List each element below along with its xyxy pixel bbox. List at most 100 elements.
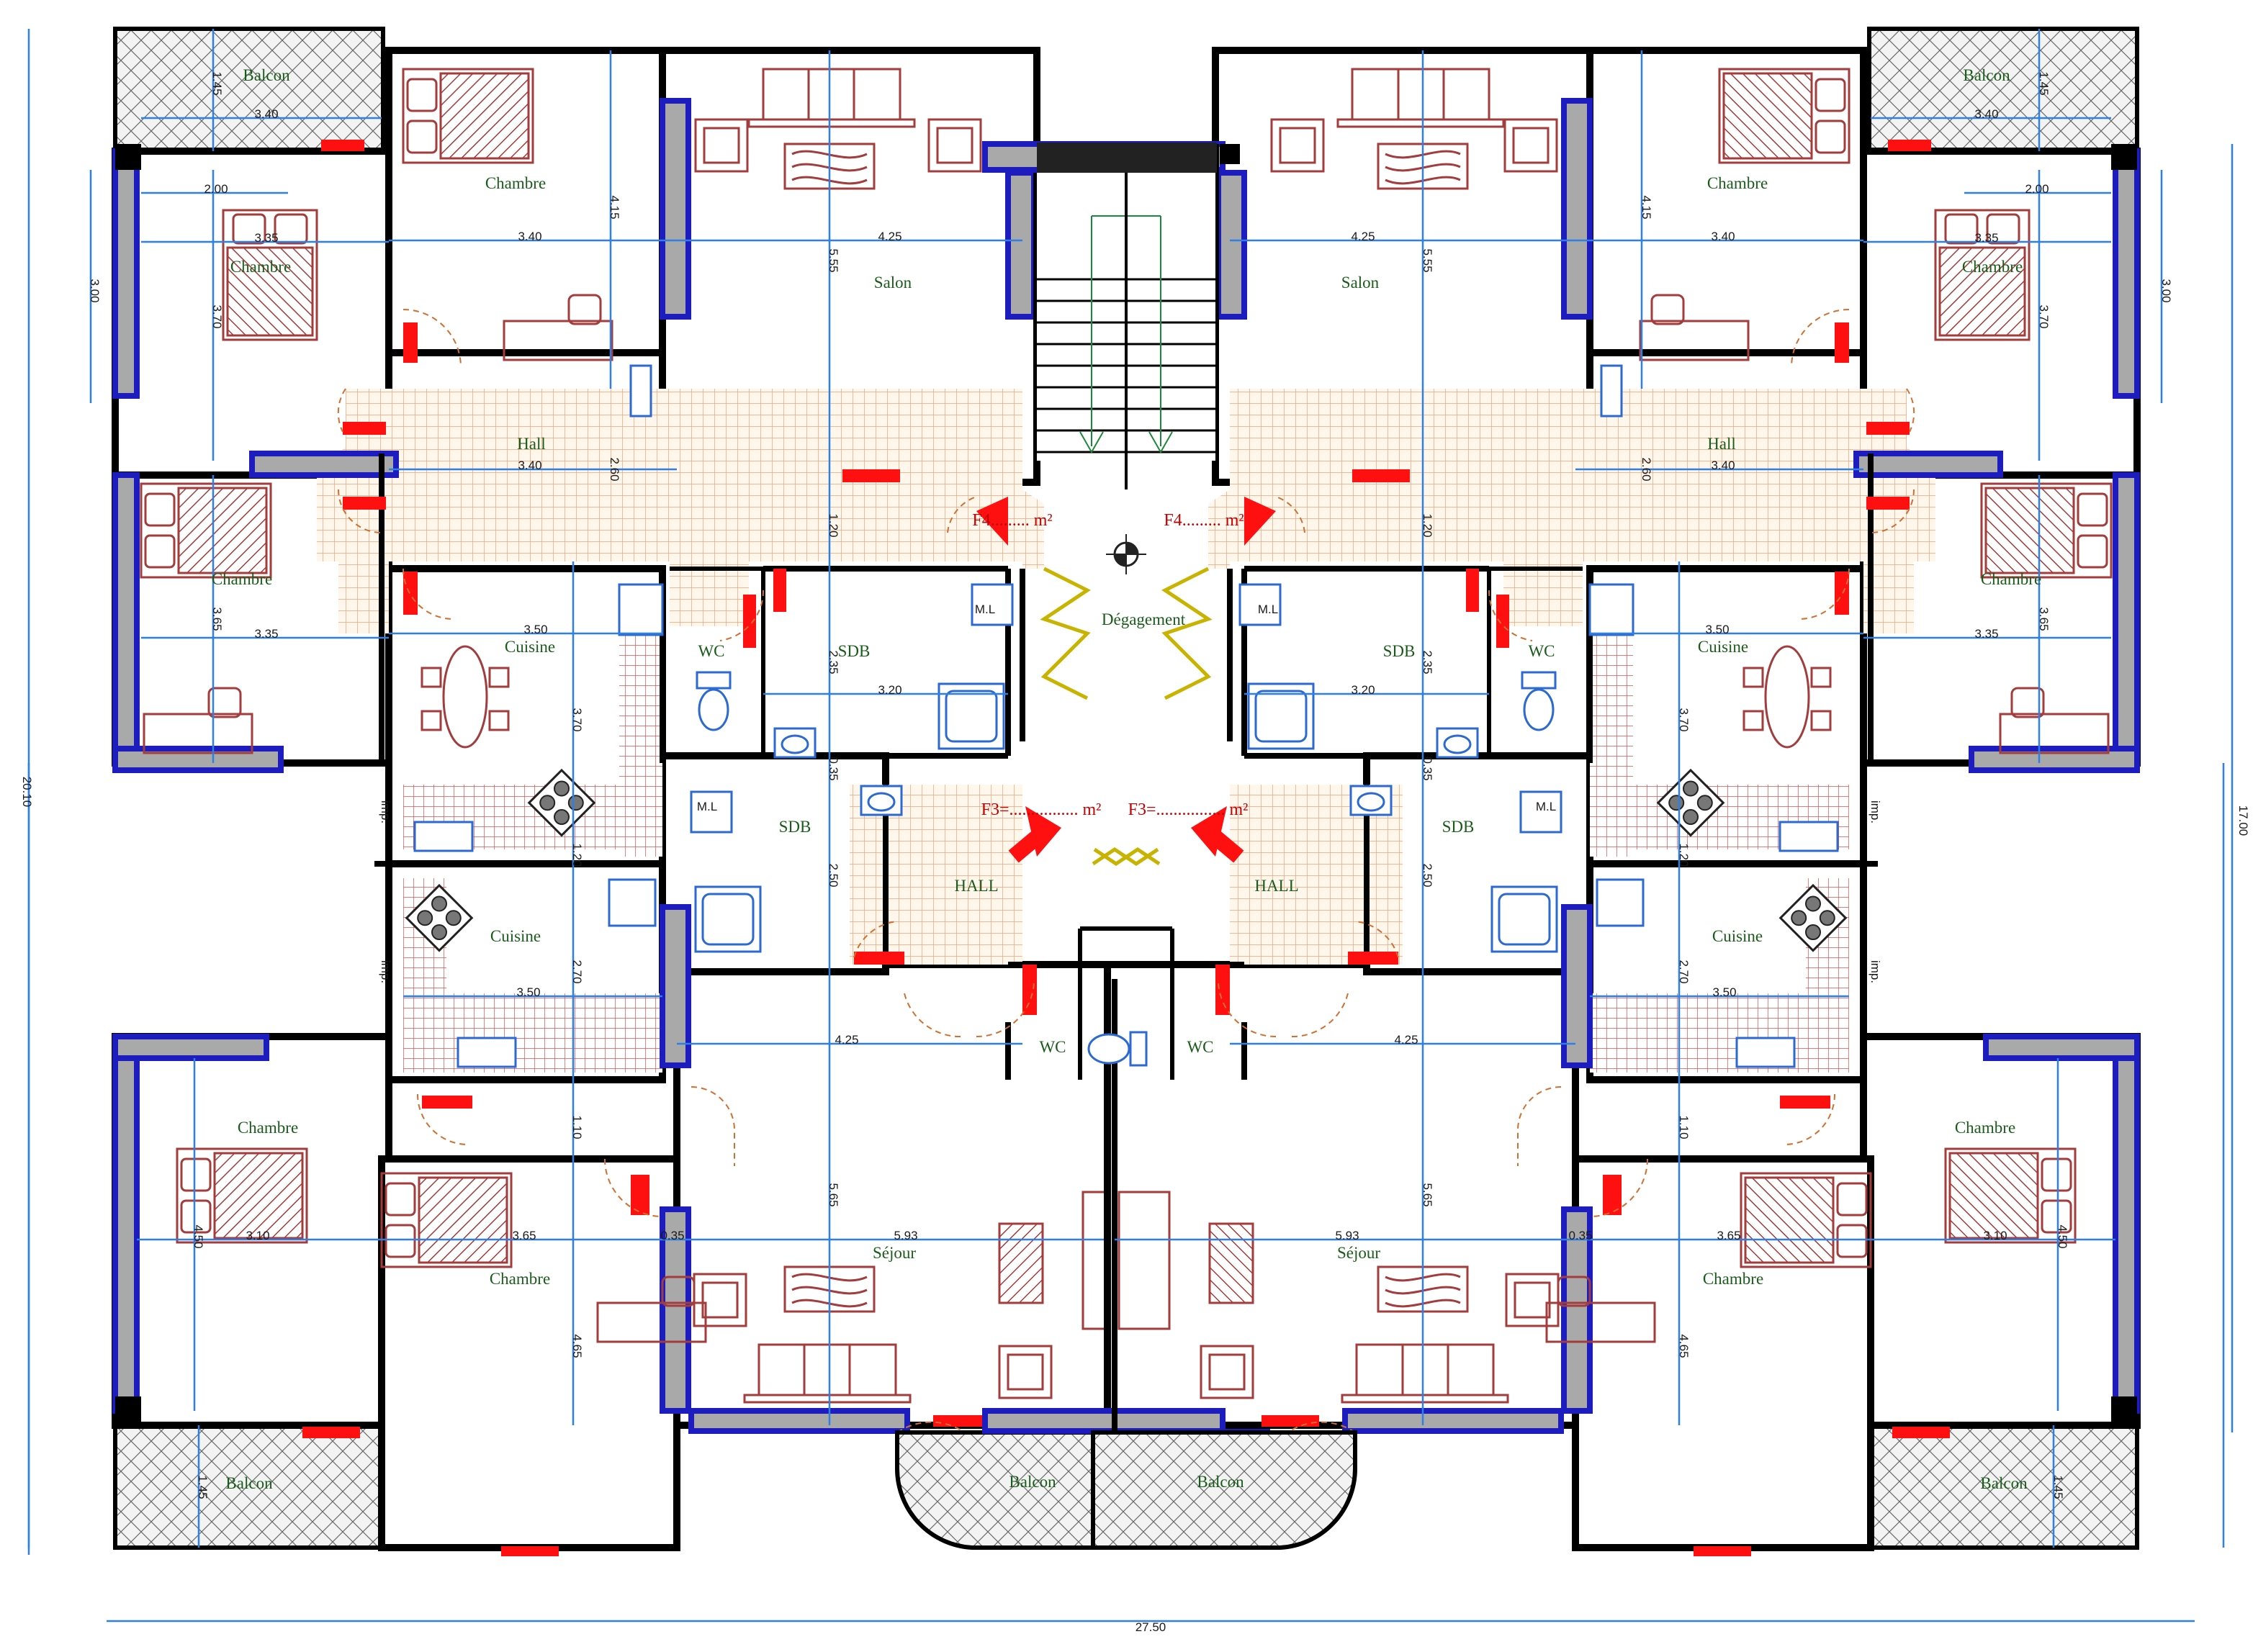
dim-label-12-mirror: 1.20 — [1421, 513, 1434, 537]
dim-label-13: 3.35 — [254, 627, 278, 641]
room-label-sejour-mirror: Séjour — [1337, 1244, 1380, 1262]
dim-label-16-mirror: 3.70 — [1677, 708, 1691, 731]
dim-label-18: 3.20 — [878, 683, 901, 697]
room-label-hall-b: HALL — [954, 877, 998, 895]
dim-label-8: 4.25 — [878, 230, 901, 243]
dim-label-14: 3.65 — [210, 607, 224, 631]
dim-label-16: 3.70 — [570, 708, 584, 731]
dim-label-33-mirror: 1.20 — [1677, 843, 1691, 867]
dim-label-20-mirror: 2.50 — [1421, 863, 1434, 887]
fixture-label-imp-1: imp. — [379, 800, 392, 823]
room-label-wc-b-mirror: WC — [1187, 1038, 1213, 1056]
room-label-cuisine-b-mirror: Cuisine — [1712, 927, 1763, 945]
dim-label-29: 5.93 — [894, 1229, 917, 1242]
room-label-chambre-c-mirror: Chambre — [1981, 570, 2041, 588]
dim-label-15: 3.50 — [523, 623, 547, 636]
dim-label-7: 4.15 — [608, 195, 621, 219]
fixture-label-ml-1-mirror: M.L — [1258, 602, 1278, 616]
dim-label-13-mirror: 3.35 — [1974, 627, 1998, 641]
room-label-salon-mirror: Salon — [1341, 274, 1380, 292]
dim-label-10-mirror: 3.40 — [1711, 459, 1735, 472]
dim-label-23: 4.25 — [835, 1033, 858, 1047]
dim-label-25: 5.65 — [827, 1183, 840, 1206]
dim-label-17-mirror: 2.35 — [1421, 650, 1434, 674]
dim-label-31-mirror: 1.45 — [2051, 1475, 2065, 1499]
fixture-label-ml-2: M.L — [697, 800, 717, 813]
dim-label-8-mirror: 4.25 — [1351, 230, 1375, 243]
dim-label-0: 3.40 — [254, 107, 278, 121]
dim-label-27: 3.10 — [246, 1229, 269, 1242]
dim-label-26: 3.65 — [512, 1229, 536, 1242]
fixture-label-ml-2-mirror: M.L — [1536, 800, 1556, 813]
dim-label-10: 3.40 — [518, 459, 541, 472]
dim-label-26-mirror: 3.65 — [1717, 1229, 1740, 1242]
overall-width-label: 27.50 — [1136, 1620, 1166, 1634]
dim-label-24-mirror: 1.10 — [1677, 1115, 1691, 1139]
room-label-degagement: Dégagement — [1102, 610, 1186, 628]
dim-label-22: 3.50 — [516, 985, 540, 999]
dim-label-19: 0.35 — [827, 757, 840, 780]
dim-label-4-mirror: 3.00 — [2159, 279, 2173, 302]
dim-label-33: 1.20 — [570, 843, 584, 867]
room-label-wc-a: WC — [698, 642, 724, 660]
dim-label-30: 4.65 — [570, 1334, 584, 1358]
room-label-sdb-a-mirror: SDB — [1383, 642, 1416, 660]
dim-label-27-mirror: 3.10 — [1983, 1229, 2007, 1242]
dim-label-3-mirror: 3.35 — [1974, 231, 1998, 245]
overall-height-left-label: 20.10 — [20, 777, 34, 808]
dim-label-30-mirror: 4.65 — [1677, 1334, 1691, 1358]
dim-label-12: 1.20 — [827, 513, 840, 537]
room-label-balcon-bl: Balcon — [225, 1474, 273, 1492]
dim-label-1-mirror: 1.45 — [2037, 71, 2051, 95]
dim-label-7-mirror: 4.15 — [1640, 195, 1653, 219]
room-label-hall-b-mirror: HALL — [1254, 877, 1298, 895]
dim-label-21-mirror: 2.70 — [1677, 960, 1691, 983]
dim-label-21: 2.70 — [570, 960, 584, 983]
area-label-f4-right: F4......... m² — [1164, 511, 1244, 530]
room-label-chambre-a: Chambre — [485, 174, 546, 192]
dim-label-9-mirror: 5.55 — [1421, 248, 1434, 272]
room-label-chambre-b-mirror: Chambre — [1962, 258, 2023, 276]
room-label-wc-a-mirror: WC — [1528, 642, 1555, 660]
dim-label-9: 5.55 — [827, 248, 840, 272]
dim-label-4: 3.00 — [88, 279, 102, 302]
dim-label-28-mirror: 4.50 — [2056, 1224, 2069, 1248]
dim-label-31: 1.45 — [196, 1475, 210, 1499]
room-label-cuisine-b: Cuisine — [490, 927, 541, 945]
dim-label-11-mirror: 2.60 — [1640, 457, 1653, 481]
dim-label-17: 2.35 — [827, 650, 840, 674]
dim-label-32: 0.35 — [660, 1229, 684, 1242]
dim-label-14-mirror: 3.65 — [2037, 607, 2051, 631]
room-label-chambre-d: Chambre — [238, 1119, 298, 1137]
room-label-sdb-a: SDB — [838, 642, 871, 660]
right-apartments — [985, 29, 2223, 1556]
dim-label-3: 3.35 — [254, 231, 278, 245]
room-label-balcon-top-mirror: Balcon — [1963, 66, 2010, 84]
dim-label-2-mirror: 2.00 — [2025, 182, 2049, 196]
left-apartments — [29, 29, 1267, 1556]
dim-label-25-mirror: 5.65 — [1421, 1183, 1434, 1206]
dim-label-20: 2.50 — [827, 863, 840, 887]
dim-label-28: 4.50 — [192, 1224, 205, 1248]
room-label-cuisine-a-mirror: Cuisine — [1698, 638, 1748, 656]
fixture-label-imp-2-mirror: imp. — [1868, 960, 1882, 983]
room-label-chambre-e-mirror: Chambre — [1703, 1270, 1763, 1288]
room-label-chambre-d-mirror: Chambre — [1955, 1119, 2015, 1137]
room-label-balcon-top: Balcon — [243, 66, 290, 84]
center-cross-marker — [1106, 534, 1146, 574]
dim-label-24: 1.10 — [570, 1115, 584, 1139]
fixture-label-ml-1: M.L — [975, 602, 995, 616]
dim-label-15-mirror: 3.50 — [1705, 623, 1729, 636]
fixture-label-imp-1-mirror: imp. — [1868, 800, 1882, 823]
dim-label-0-mirror: 3.40 — [1974, 107, 1998, 121]
room-label-sdb-b-mirror: SDB — [1442, 818, 1475, 836]
room-label-hall-mirror: Hall — [1707, 435, 1736, 453]
dim-label-32-mirror: 0.35 — [1568, 1229, 1592, 1242]
dim-label-6-mirror: 3.40 — [1711, 230, 1735, 243]
room-label-salon: Salon — [874, 274, 912, 292]
area-label-f3-left: F3=................ m² — [981, 800, 1102, 819]
